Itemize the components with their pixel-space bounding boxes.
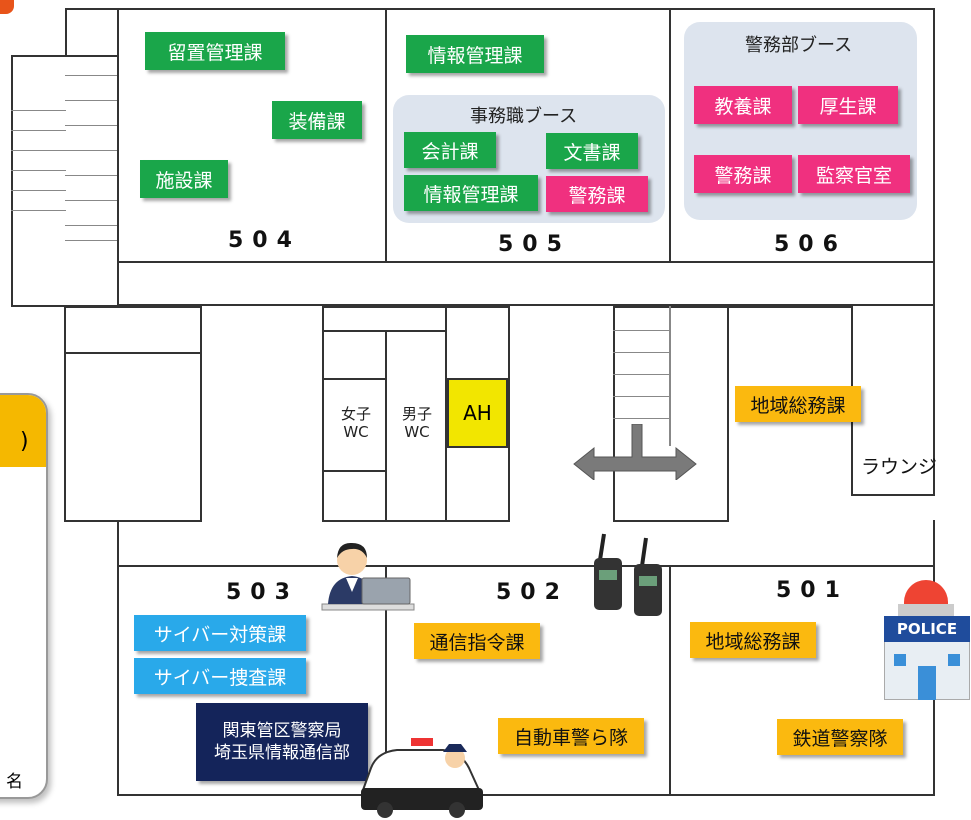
room-number-505: 505 [498,232,571,257]
room-number-506: 506 [774,232,847,257]
label-kaikei: 会計課 [404,132,496,168]
bureau-line2: 埼玉県情報通信部 [214,743,350,763]
label-shisetsu: 施設課 [140,160,228,198]
room-number-503: 503 [226,580,299,605]
police-car-icon [361,738,483,818]
label-tetsudo-keisatsu: 鉄道警察隊 [777,719,903,755]
bottom-corridor-wall [117,565,935,567]
keimubu-booth-title: 警務部ブース [745,35,853,56]
radio-icon [594,533,662,616]
bureau-line1: 関東管区警察局 [222,721,342,741]
mens-wc: 男子 WC [390,405,444,441]
womens-wc-sub: WC [343,423,369,441]
side-panel: ) 名 [0,393,48,799]
womens-wc: 女子 WC [328,405,384,441]
label-ryuchi-kanri: 留置管理課 [145,32,285,70]
label-jidosha-keira: 自動車警ら隊 [498,718,644,754]
wall-505-506 [669,8,671,263]
label-chiiki-somu-501: 地域総務課 [690,622,816,658]
label-tsushin-shirei: 通信指令課 [414,623,540,659]
label-kosei: 厚生課 [798,86,898,124]
police-station-icon: POLICE [884,580,970,700]
label-sobi: 装備課 [272,101,362,139]
label-joho-kanri-booth: 情報管理課 [404,175,538,211]
room-number-502: 502 [496,580,569,605]
double-arrow-icon [573,424,697,480]
mens-wc-label: 男子 [401,405,432,423]
wall-503-502 [385,565,387,796]
room-number-501: 501 [776,578,849,603]
ah-room: AH [447,378,508,448]
east-stairs [613,330,670,440]
west-stairs [65,55,117,260]
west-stair-block [11,55,119,307]
west-core [64,306,202,522]
side-panel-header [0,395,46,467]
label-cyber-sosa: サイバー捜査課 [134,658,306,694]
jimushoku-booth-title: 事務職ブース [470,106,578,127]
police-sign: POLICE [884,616,970,642]
womens-wc-label: 女子 [340,405,371,423]
wall-504-505 [385,8,387,263]
label-keimu-505: 警務課 [546,176,648,212]
officer-laptop-icon [321,542,415,611]
mens-wc-sub: WC [404,423,430,441]
top-corridor-wall [117,261,935,263]
label-kanto-bureau: 関東管区警察局 埼玉県情報通信部 [196,703,368,781]
room-number-504: 504 [228,228,301,253]
label-kansatsukan: 監察官室 [798,155,910,193]
label-cyber-taisaku: サイバー対策課 [134,615,306,651]
side-panel-tail-text: 名 [6,772,23,792]
side-panel-bracket: ) [20,429,29,454]
label-kyoyo: 教養課 [694,86,792,124]
lounge-label: ラウンジ [861,456,938,478]
wall-502-501 [669,565,671,796]
label-chiiki-somu-east: 地域総務課 [735,386,861,422]
label-joho-kanri-top: 情報管理課 [406,35,544,73]
label-keimu-506: 警務課 [694,155,792,193]
label-bunsho: 文書課 [546,133,638,169]
corner-mark [0,0,14,14]
